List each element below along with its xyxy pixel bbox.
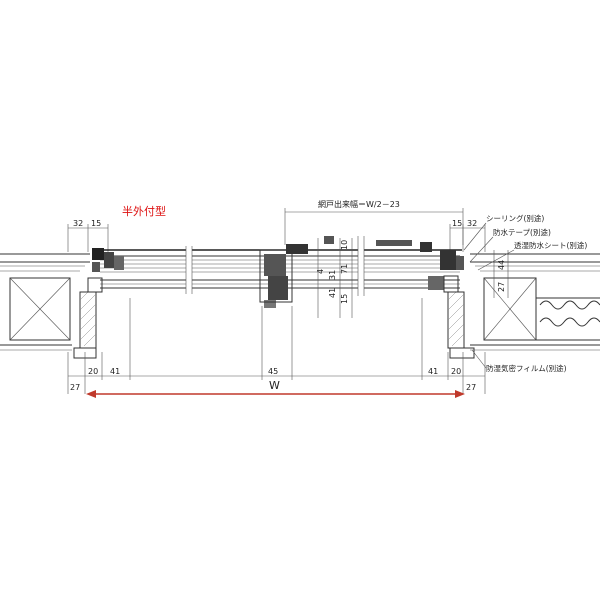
w-arrow-left [86,390,96,398]
dim-vertical-right-27: 27 [497,282,506,292]
note-breathable-sheet: 透湿防水シート(別途) [514,240,587,250]
dim-vertical-15: 15 [340,294,349,304]
drawing-title: 半外付型 [122,204,166,218]
dim-bottom-20-left: 20 [88,367,98,376]
dim-bottom-41-left: 41 [110,367,120,376]
dim-vertical-10: 10 [340,240,349,250]
dim-vertical-31: 31 [328,270,337,280]
dim-top-right-15: 15 [452,219,462,228]
note-sealing: シーリング(別途) [486,213,544,223]
dim-bottom-20-right: 20 [451,367,461,376]
dim-bottom-41-right: 41 [428,367,438,376]
dim-top-left-15: 15 [91,219,101,228]
dim-vertical-4: 4 [316,269,325,274]
dim-bottom-45: 45 [268,367,278,376]
w-label: W [269,379,280,392]
dim-vertical-71: 71 [340,264,349,274]
screen-width-dimension: 網戸出来幅＝W/2－23 [318,199,400,209]
note-vapor-film: 防湿気密フィルム(別途) [486,363,567,373]
dim-vertical-right-44: 44 [497,260,506,270]
dim-bottom-27-left: 27 [70,383,80,392]
dim-top-left-32: 32 [73,219,83,228]
dim-vertical-41: 41 [328,288,337,298]
note-waterproof-tape: 防水テープ(別途) [493,227,551,237]
w-arrow-right [455,390,465,398]
dim-bottom-27-right: 27 [466,383,476,392]
dim-top-right-32: 32 [467,219,477,228]
